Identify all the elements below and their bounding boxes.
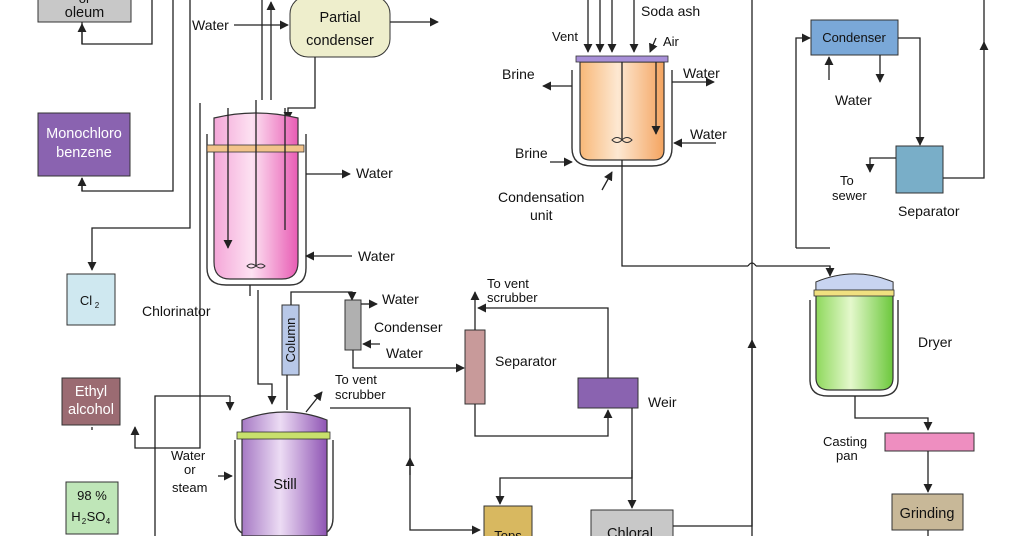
water-label-condensation-out: Water — [683, 65, 720, 81]
column-label: Column — [283, 318, 298, 363]
cl2-subscript: 2 — [95, 301, 100, 310]
water-label-right-condenser: Water — [835, 92, 872, 108]
weir-label: Weir — [648, 394, 677, 410]
chloral-box: Chloral — [590, 509, 674, 536]
ethyl-label-2: alcohol — [68, 402, 114, 418]
water-label-chlorinator-out: Water — [356, 165, 393, 181]
tops-label: Tops — [494, 528, 522, 536]
grinding-label: Grinding — [900, 506, 955, 522]
to-vent-label-1b: scrubber — [335, 387, 386, 402]
casting-pan-label-1: Casting — [823, 434, 867, 449]
ethyl-alcohol-box: Ethyl alcohol — [61, 377, 121, 426]
water-label-small-condenser-in: Water — [386, 345, 423, 361]
water-or-steam-label-1: Water — [171, 448, 206, 463]
separator-right-label: Separator — [898, 203, 960, 219]
to-vent-label-1a: To vent — [335, 372, 377, 387]
water-or-steam-label-3: steam — [172, 480, 207, 495]
chlorinator-label: Chlorinator — [142, 303, 211, 319]
separator-middle — [464, 329, 486, 405]
monochloro-label-1: Monochloro — [46, 126, 122, 142]
dryer-vessel — [809, 273, 899, 406]
tops-box: Tops — [483, 505, 533, 536]
h2so4-box: 98 % H 2 SO 4 — [65, 481, 119, 535]
monochlorobenzene-box: Monochloro benzene — [37, 112, 131, 177]
oleum-box-top-label: or — [79, 0, 91, 6]
condenser-right-label: Condenser — [822, 30, 886, 45]
partial-condenser-label-1: Partial — [319, 10, 360, 26]
condensation-unit-label-1: Condensation — [498, 189, 584, 205]
weir — [577, 377, 639, 409]
ethyl-label-1: Ethyl — [75, 384, 107, 400]
monochloro-label-2: benzene — [56, 145, 112, 161]
small-condenser — [344, 299, 362, 351]
to-sewer-label-1: To — [840, 173, 854, 188]
vent-label: Vent — [552, 29, 578, 44]
cl2-label: Cl — [80, 293, 92, 308]
to-sewer-label-2: sewer — [832, 188, 867, 203]
brine-label-bottom: Brine — [515, 145, 548, 161]
h2so4-so: SO — [87, 509, 106, 524]
h2so4-sub-4: 4 — [106, 517, 111, 526]
dryer-label: Dryer — [918, 334, 953, 350]
h2so4-sub-2: 2 — [82, 517, 87, 526]
water-label-partial-condenser: Water — [192, 17, 229, 33]
cl2-box: Cl 2 — [66, 273, 116, 326]
condensation-unit-label-2: unit — [530, 207, 553, 223]
casting-pan-label-2: pan — [836, 448, 858, 463]
condensation-unit-vessel — [571, 55, 673, 172]
to-vent-label-2a: To vent — [487, 276, 529, 291]
water-label-small-condenser-out: Water — [382, 291, 419, 307]
water-label-chlorinator-in: Water — [358, 248, 395, 264]
still-vessel: Still — [234, 411, 334, 536]
separator-mid-label: Separator — [495, 353, 557, 369]
left-feed-lines — [77, 0, 201, 449]
grinding-box: Grinding — [891, 493, 964, 531]
water-or-steam-label-2: or — [184, 462, 196, 477]
condenser-mid-label: Condenser — [374, 319, 443, 335]
water-label-condensation-in: Water — [690, 126, 727, 142]
partial-condenser: Partial condenser — [289, 0, 391, 58]
still-label: Still — [273, 477, 296, 493]
condenser-right: Condenser — [810, 19, 899, 56]
oleum-box-label: oleum — [65, 5, 105, 21]
to-vent-label-2b: scrubber — [487, 290, 538, 305]
h2so4-h: H — [71, 509, 80, 524]
brine-label-top: Brine — [502, 66, 535, 82]
soda-ash-label: Soda ash — [641, 3, 700, 19]
column: Column — [281, 304, 300, 376]
separator-right — [895, 145, 944, 194]
chloral-label: Chloral — [607, 526, 653, 536]
chlorinator-vessel — [206, 100, 307, 296]
air-label: Air — [663, 34, 680, 49]
partial-condenser-label-2: condenser — [306, 33, 374, 49]
oleum-box: or oleum — [37, 0, 132, 23]
h2so4-label-1: 98 % — [77, 488, 107, 503]
casting-pan — [884, 432, 975, 452]
